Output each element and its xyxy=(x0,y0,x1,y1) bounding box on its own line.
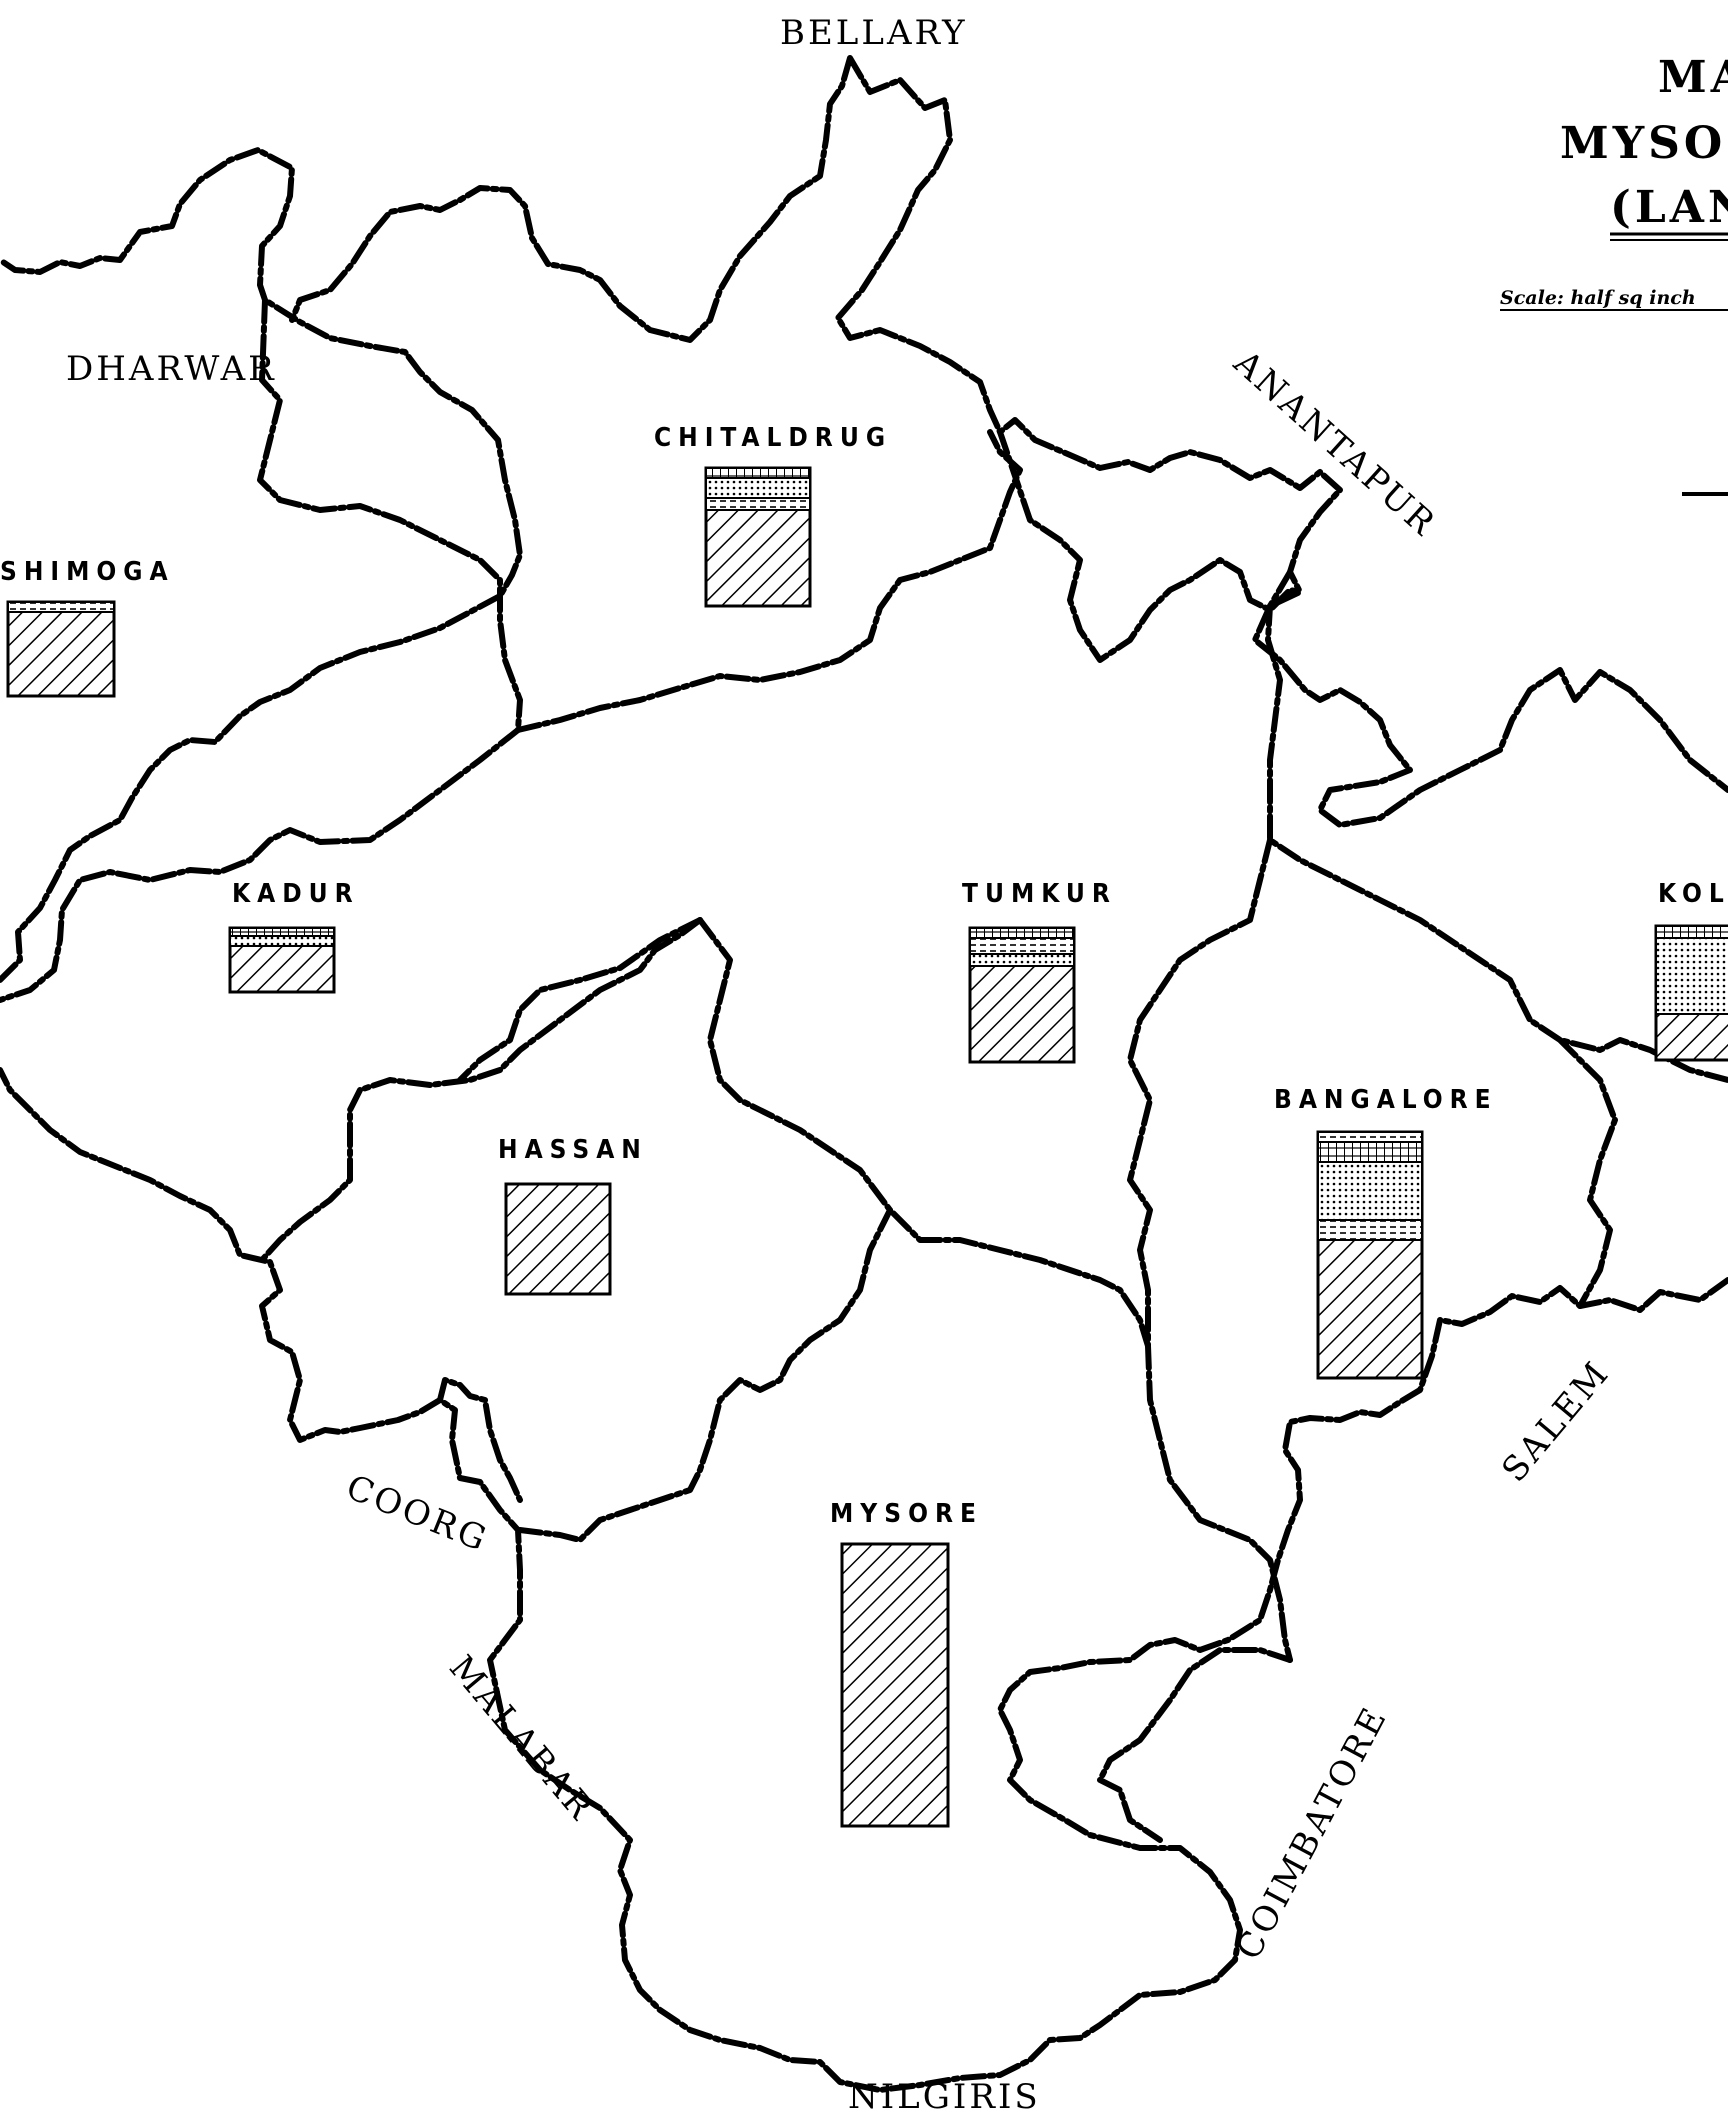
boundary-coimbatore-notch xyxy=(1097,1647,1293,1843)
boundary-tumkur-bangalore xyxy=(1127,837,1273,1349)
title-line-2: MYSOR xyxy=(1560,118,1728,169)
label-shimoga: SHIMOGA xyxy=(0,557,175,587)
block-shimoga xyxy=(6,600,116,698)
label-salem: SALEM xyxy=(1494,1353,1618,1490)
block-hassan xyxy=(504,1182,612,1296)
boundary-tumkur-kadur xyxy=(259,917,703,1263)
label-bellary: BELLARY xyxy=(780,13,968,53)
label-nilgiris: NILGIRIS xyxy=(848,2077,1041,2115)
label-chitaldrug: CHITALDRUG xyxy=(654,423,892,453)
block-kadur xyxy=(228,926,336,994)
label-coimbatore: COIMBATORE xyxy=(1229,1700,1396,1967)
scale-note: Scale: half sq inch xyxy=(1500,287,1696,309)
label-hassan: HASSAN xyxy=(498,1135,648,1165)
boundary-tumkur-kolar xyxy=(1265,569,1728,1083)
block-mysore xyxy=(840,1542,950,1828)
block-tumkur xyxy=(968,926,1076,1064)
boundary-anantapur-notch xyxy=(997,429,1303,663)
label-malabar: MALABAR xyxy=(441,1648,602,1829)
title-line-3: (LANG xyxy=(1610,182,1728,233)
boundary-mysore-bangalore xyxy=(1145,1343,1293,1663)
label-kadur: KADUR xyxy=(232,879,360,909)
boundary-chitaldrug-tumkur xyxy=(0,727,521,1003)
boundary-tumkur-hassan xyxy=(697,917,1151,1349)
boundary-chitaldrug-shimoga xyxy=(257,297,523,733)
boundary-coorg-notch xyxy=(437,1377,523,1503)
label-bangalore: BANGALORE xyxy=(1274,1085,1498,1115)
block-kolar xyxy=(1654,924,1728,1062)
label-anantapur: ANANTAPUR xyxy=(1225,342,1444,545)
label-dharwar: DHARWAR xyxy=(66,349,277,389)
title-line-1: MA xyxy=(1658,52,1728,103)
boundary-hassan-mysore xyxy=(517,1207,893,1543)
boundary-bangalore-kolar xyxy=(1557,1037,1618,1309)
block-bangalore xyxy=(1316,1130,1424,1380)
label-tumkur: TUMKUR xyxy=(962,879,1117,909)
label-mysore: MYSORE xyxy=(830,1499,983,1529)
state-outer-border xyxy=(0,55,1728,2093)
block-chitaldrug xyxy=(704,466,812,608)
boundary-kadur-hassan xyxy=(457,917,703,1083)
label-kolar: KOLA xyxy=(1658,879,1728,909)
boundary-chitaldrug-east xyxy=(515,429,1023,733)
